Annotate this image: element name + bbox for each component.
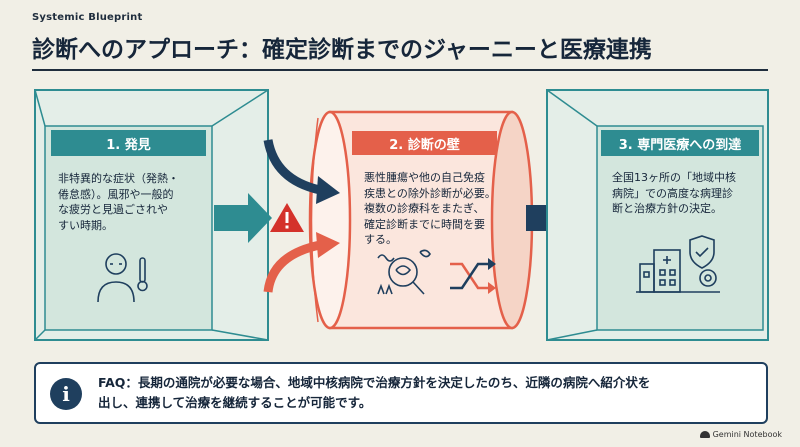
brand-label: Systemic Blueprint (32, 12, 143, 23)
info-icon: i (50, 378, 82, 410)
step1-frame (34, 89, 269, 341)
step3-frame (546, 89, 769, 341)
faq-box: i FAQ：長期の通院が必要な場合、地域中核病院で治療方針を決定したのち、近隣の… (34, 362, 768, 424)
incoming-arrows (263, 139, 340, 293)
step2-frame (308, 110, 534, 330)
page-title: 診断へのアプローチ：確定診断までのジャーニーと医療連携 (32, 37, 652, 63)
step3-text: 全国13ヶ所の「地域中核 病院」での高度な病理診 断と治療方針の決定。 (612, 171, 736, 215)
hospital-shield-icon (636, 235, 720, 293)
step1-title: 1. 発見 (106, 137, 151, 153)
step2-text: 悪性腫瘍や他の自己免疫 疾患との除外診断が必要。 複数の診療科をまたぎ、 確定診… (364, 171, 496, 246)
crossing-arrows-icon (450, 258, 496, 294)
title-divider (32, 69, 768, 71)
diagnosis-magnifier-icon (377, 249, 431, 295)
step1-text: 非特異的な症状（発熱・ 倦怠感）。風邪や一般的 な疲労と見過ごされや すい時期。 (58, 172, 179, 232)
footer-brand: Gemini Notebook (699, 430, 782, 439)
step2-title: 2. 診断の壁 (389, 137, 460, 153)
step3-title: 3. 専門医療への到達 (618, 137, 742, 153)
notebook-logo-icon (699, 431, 710, 438)
warning-icon (270, 203, 304, 232)
person-thermometer-icon (97, 253, 148, 303)
arrow-step1-to-step2 (214, 193, 272, 243)
faq-text: FAQ：長期の通院が必要な場合、地域中核病院で治療方針を決定したのち、近隣の病院… (98, 375, 651, 410)
footer-label: Gemini Notebook (712, 430, 782, 439)
